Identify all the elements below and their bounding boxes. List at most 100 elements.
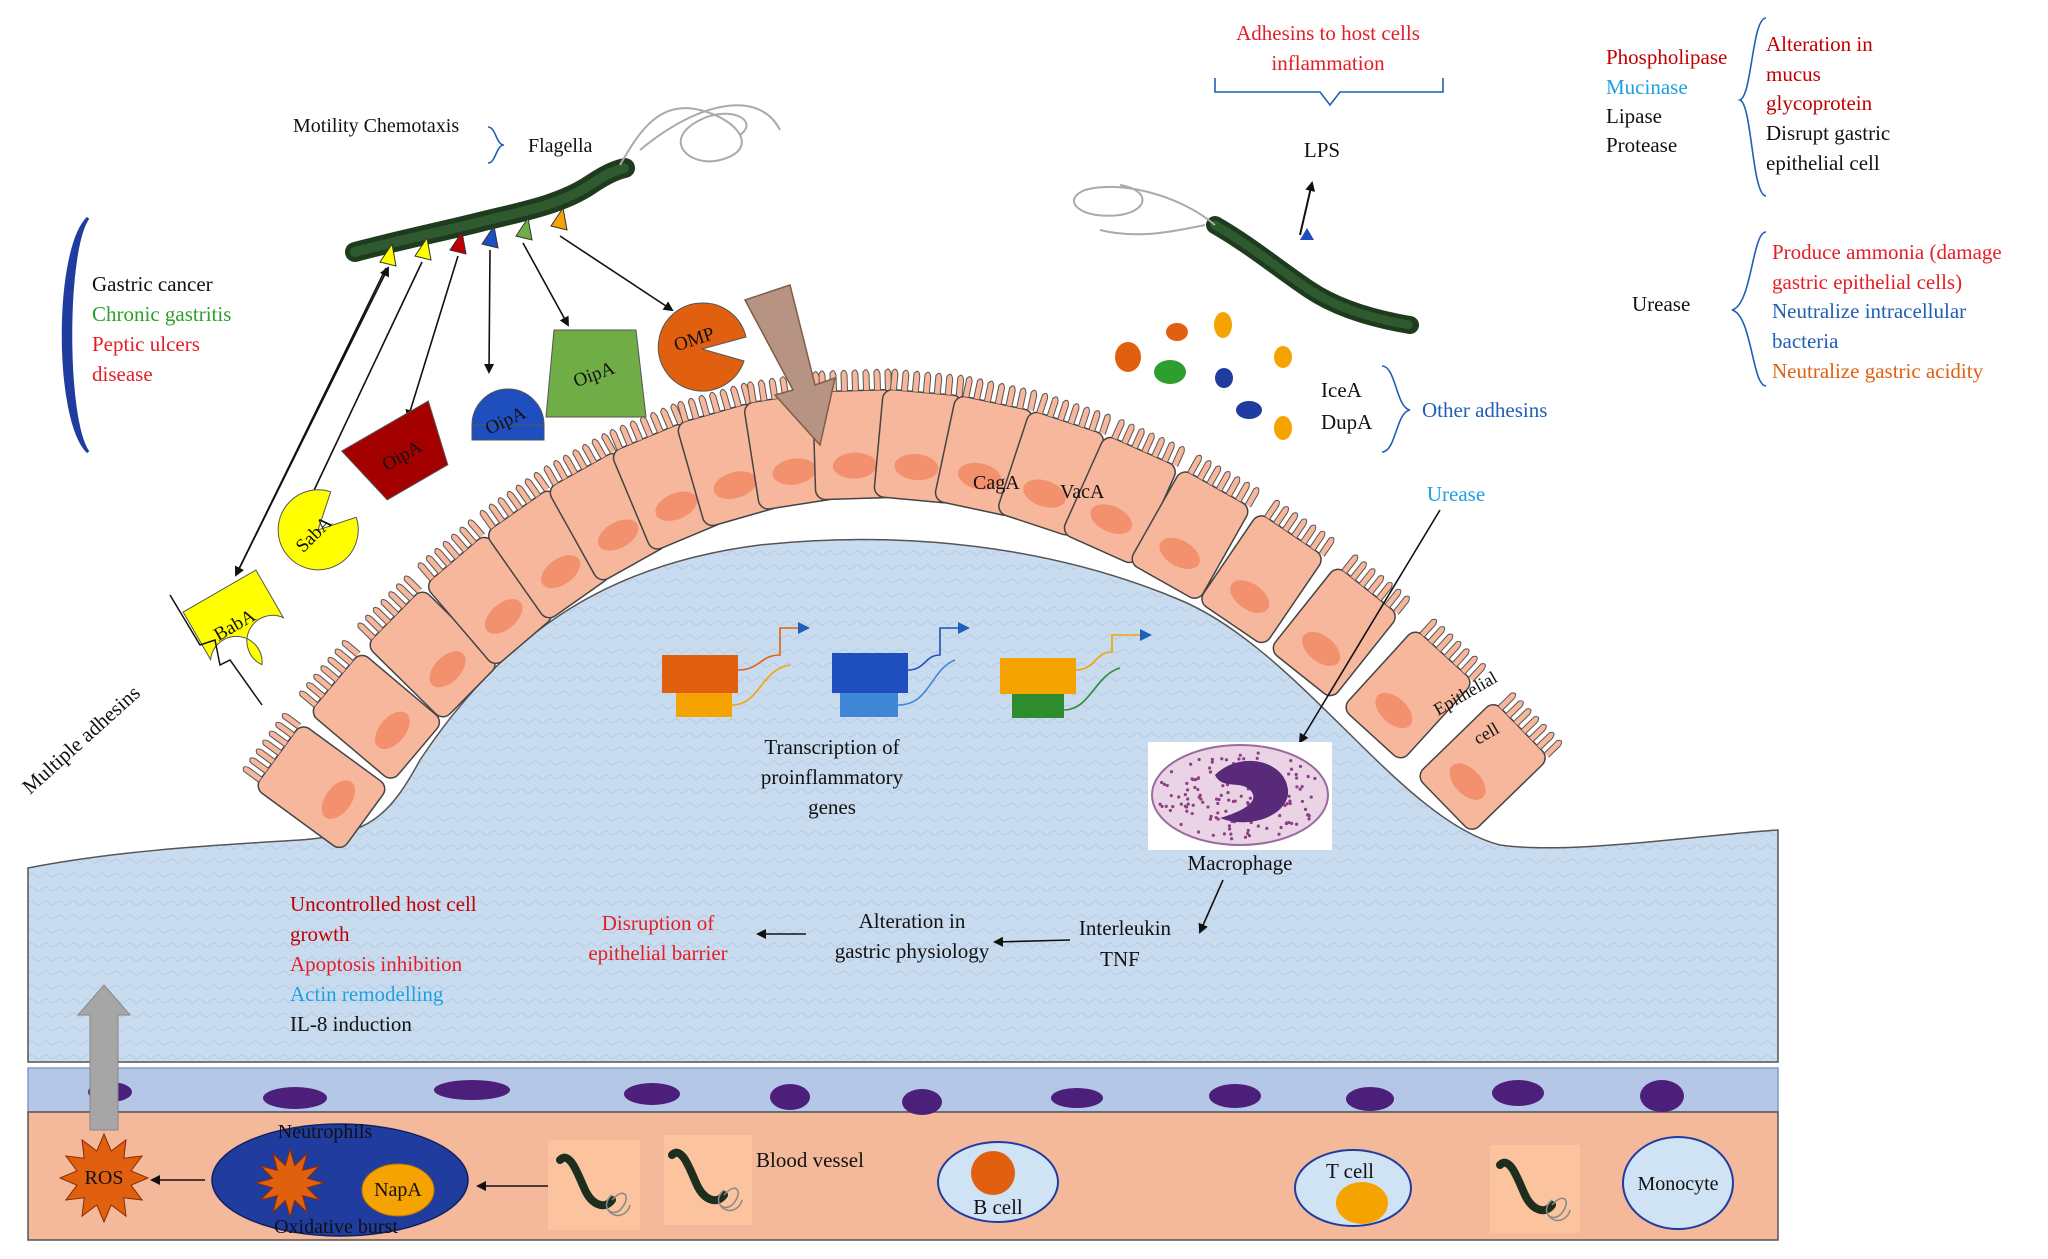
macrophage-granule [1162,782,1166,786]
macrophage-granule [1189,762,1193,766]
flagella-label: Flagella [528,135,593,157]
macrophage-granule [1171,805,1175,809]
macrophage-granule [1214,797,1219,801]
epithelial-cell [1419,692,1563,830]
macrophage-granule [1216,801,1220,806]
caga-label: CagA [973,472,1020,494]
tnf-label: TNF [1100,947,1140,971]
bacterium-blood-2 [664,1135,752,1225]
macrophage-granule [1193,785,1197,790]
epithelial-cell [873,368,965,504]
macrophage-granule [1210,757,1215,762]
urease-effect-5: Neutralize gastric acidity [1772,359,1984,383]
effect-growth: growth [290,922,350,946]
effect-uncontrolled: Uncontrolled host cell [290,892,477,916]
macrophage-granule [1190,777,1194,781]
macrophage-granule [1160,780,1164,785]
macrophage-granule [1219,793,1223,797]
macrophage-granule [1288,801,1292,806]
multiple-adhesins-label: Multiple adhesins [17,681,144,799]
macrophage-granule [1196,787,1200,792]
urease-effect-3: Neutralize intracellular [1772,299,1966,323]
other-adhesins-label: Other adhesins [1422,398,1547,422]
lamina-propria [27,538,1779,1063]
bacterium-blood-1 [548,1140,640,1230]
macrophage-granule [1265,826,1269,830]
macrophage-label: Macrophage [1188,851,1293,875]
macrophage-granule [1169,793,1173,798]
napa-label: NapA [374,1179,422,1201]
enzyme-effect-2: mucus [1766,62,1821,86]
macrophage-granule [1226,791,1230,795]
disease-peptic-ulcers: Peptic ulcers [92,332,200,356]
macrophage-granule [1285,821,1289,825]
transcription-group [662,622,1152,718]
adhesin-omp: OMP [657,302,747,392]
macrophage-granule [1243,835,1248,839]
enzyme-brace [1737,17,1767,197]
t-cell [1294,1149,1412,1227]
epithelial-layer [242,368,1563,849]
urease-mid-label: Urease [1427,482,1485,506]
adhesin-oipa-blue: OipA [471,388,545,441]
macrophage-granule [1289,767,1294,771]
macrophage-granule [1303,807,1308,811]
enzyme-mucinase: Mucinase [1606,75,1688,99]
adhesin-oipa-red: OipA [340,400,449,501]
macrophage-granule [1179,802,1183,806]
macrophage-granule [1224,758,1229,762]
macrophage-granule [1216,811,1220,815]
macrophage-granule [1201,800,1205,804]
macrophage-granule [1221,784,1225,788]
effect-apoptosis: Apoptosis inhibition [290,952,463,976]
alteration-label-2: gastric physiology [835,939,990,963]
macrophage-granule [1185,788,1190,792]
macrophage-granule [1294,776,1299,780]
macrophage-granule [1210,760,1214,764]
adhesin-markers [379,206,568,267]
dupa-label: DupA [1321,410,1373,434]
bacterium-left [345,104,781,262]
urease-effect-2: gastric epithelial cells) [1772,270,1962,294]
macrophage-granule [1165,783,1169,788]
transcription-label-2: proinflammatory [761,765,904,789]
entry-arrow [743,284,837,447]
macrophage-granule [1208,770,1213,774]
macrophage-granule [1231,799,1236,804]
macrophage-granule [1255,756,1259,760]
other-adhesins-brace [1381,365,1411,453]
macrophage-granule [1245,831,1250,836]
effect-il8: IL-8 induction [290,1012,412,1036]
motility-brace [487,126,505,164]
macrophage-granule [1217,797,1221,802]
disruption-label-1: Disruption of [602,911,715,935]
blood-vessel-label: Blood vessel [756,1148,864,1172]
macrophage-granule [1238,753,1242,757]
monocyte-cell [1622,1136,1734,1230]
lps-effect-1: Adhesins to host cells [1236,21,1420,45]
enzyme-protease: Protease [1606,133,1677,157]
il-to-alteration-arrow [993,936,1071,947]
macrophage-granule [1164,804,1168,809]
macrophage-granule [1256,751,1260,755]
macrophage-granule [1160,804,1164,809]
enzyme-effect-3: glycoprotein [1766,91,1873,115]
macrophage-granule [1298,764,1303,769]
macrophage-granule [1224,809,1228,813]
macrophage-granule [1277,832,1281,836]
epithelial-cell [479,471,610,619]
enzyme-lipase: Lipase [1606,104,1662,128]
macrophage-granule [1295,785,1299,789]
macrophage-granule [1183,792,1187,797]
adhesin-arrows [235,235,674,577]
urease-brace [1731,231,1767,387]
epithelial-cell [1131,454,1260,599]
macrophage-granule [1229,837,1234,841]
macrophage-granule [1209,814,1213,818]
burst-star-shape [58,1132,150,1224]
ros-label: ROS [85,1167,124,1189]
urease-effect-1: Produce ammonia (damage [1772,240,2002,264]
macrophage-granule [1193,778,1198,782]
urease-to-macrophage-arrow [1298,509,1441,744]
macrophage-granule [1197,795,1201,799]
